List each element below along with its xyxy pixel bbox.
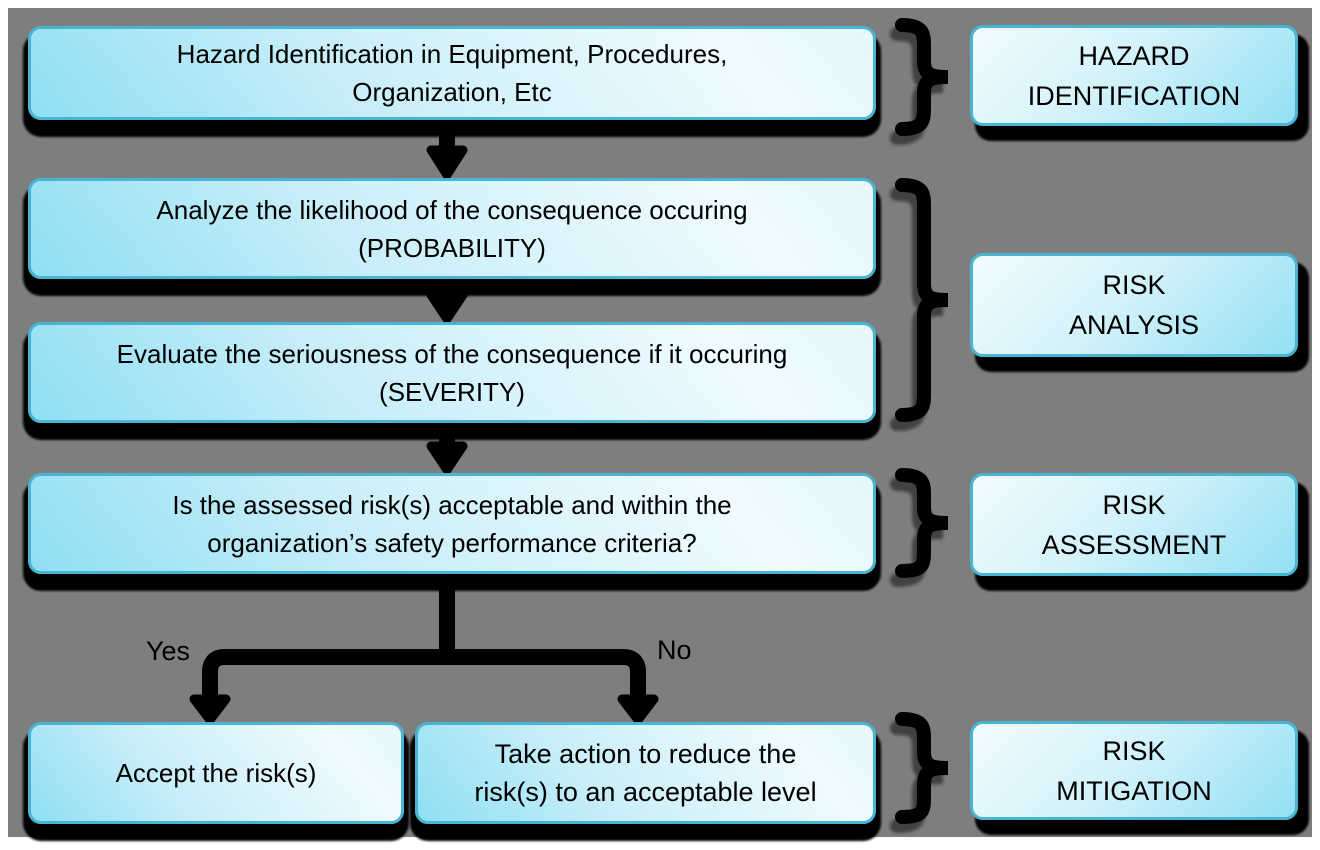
stage-label-risk-analysis: RISK ANALYSIS: [970, 253, 1298, 357]
flow-step-text: Accept the risk(s): [115, 758, 317, 788]
flow-step-text: Hazard Identification in Equipment, Proc…: [176, 39, 728, 69]
flow-step-probability: Analyze the likelihood of the consequenc…: [28, 178, 876, 279]
flow-step-text: risk(s) to an acceptable level: [474, 777, 817, 807]
stage-label-text: HAZARD: [1078, 40, 1190, 71]
stage-label-text: ANALYSIS: [1068, 310, 1200, 340]
brace-icon: [890, 712, 949, 833]
brace-icon: [890, 468, 949, 587]
flow-step-text: (SEVERITY): [379, 376, 525, 407]
stage-label-text: RISK: [1102, 735, 1166, 766]
flow-step-reduce-risk: Take action to reduce the risk(s) to an …: [415, 722, 876, 824]
flow-step-risk-question: Is the assessed risk(s) acceptable and w…: [28, 473, 876, 574]
flow-step-text: Take action to reduce the: [494, 739, 797, 769]
flow-step-text: Evaluate the seriousness of the conseque…: [116, 338, 788, 369]
stage-label-risk-mitigation: RISK MITIGATION: [970, 721, 1298, 820]
brace-icon: [890, 18, 949, 145]
stage-label-text: IDENTIFICATION: [1027, 80, 1241, 111]
flow-step-text: Is the assessed risk(s) acceptable and w…: [172, 489, 732, 520]
flow-step-text: Analyze the likelihood of the consequenc…: [156, 194, 748, 225]
flow-step-severity: Evaluate the seriousness of the conseque…: [28, 322, 876, 423]
stage-label-text: MITIGATION: [1056, 775, 1212, 806]
branch-no-label: No: [657, 635, 692, 665]
flow-step-text: organization’s safety performance criter…: [207, 527, 697, 558]
brace-icon: [890, 178, 949, 431]
stage-label-hazard-identification: HAZARD IDENTIFICATION: [970, 25, 1298, 126]
stage-label-text: ASSESSMENT: [1041, 529, 1227, 560]
flow-step-hazard-identification: Hazard Identification in Equipment, Proc…: [28, 26, 876, 120]
stage-label-text: RISK: [1102, 489, 1166, 520]
branch-yes-label: Yes: [146, 636, 191, 666]
flow-step-text: (PROBABILITY): [358, 232, 546, 263]
stage-label-risk-assessment: RISK ASSESSMENT: [970, 473, 1298, 576]
stage-label-text: RISK: [1102, 270, 1166, 300]
flow-step-text: Organization, Etc: [352, 77, 552, 107]
flow-step-accept-risk: Accept the risk(s): [28, 722, 404, 824]
